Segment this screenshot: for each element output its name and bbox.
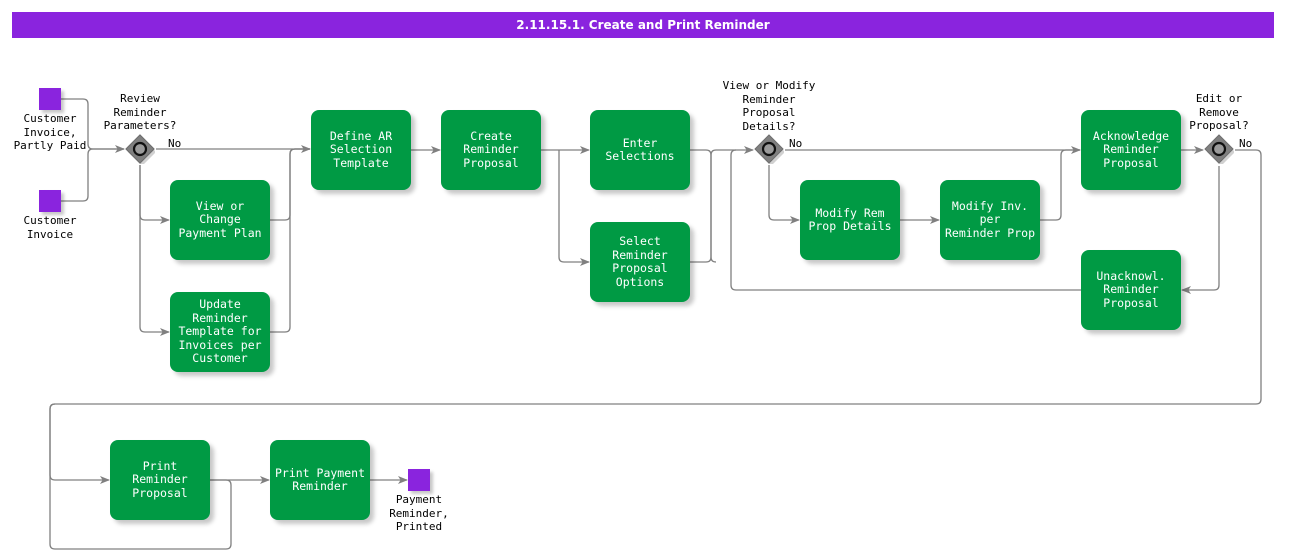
data-object-payment-reminder-printed-icon[interactable]	[408, 469, 430, 491]
gateway-view-or-modify-reminder-proposal-details-label: View or Modify Reminder Proposal Details…	[722, 79, 816, 133]
task-modify-rem-prop-details[interactable]: Modify Rem Prop Details	[800, 180, 900, 260]
task-acknowledge-reminder-proposal[interactable]: Acknowledge Reminder Proposal	[1081, 110, 1181, 190]
task-update-reminder-template[interactable]: Update Reminder Template for Invoices pe…	[170, 292, 270, 372]
task-print-reminder-proposal[interactable]: Print Reminder Proposal	[110, 440, 210, 520]
task-create-reminder-proposal[interactable]: Create Reminder Proposal	[441, 110, 541, 190]
data-object-payment-reminder-printed-label: Payment Reminder, Printed	[389, 493, 449, 533]
data-object-customer-invoice-partly-paid-label: Customer Invoice, Partly Paid	[13, 112, 87, 152]
gateway-edit-or-remove-proposal[interactable]	[1204, 134, 1234, 164]
gateway-review-reminder-parameters-flow-label: No	[168, 137, 182, 150]
data-object-customer-invoice-partly-paid-icon[interactable]	[39, 88, 61, 110]
diagram-title-bar: 2.11.15.1. Create and Print Reminder	[12, 12, 1274, 38]
gateway-edit-or-remove-proposal-label: Edit or Remove Proposal?	[1189, 92, 1249, 132]
task-select-reminder-proposal-options[interactable]: Select Reminder Proposal Options	[590, 222, 690, 302]
gateway-view-or-modify-reminder-proposal-details-flow-label: No	[789, 137, 803, 150]
gateway-review-reminder-parameters-label: Review Reminder Parameters?	[103, 92, 177, 132]
gateway-edit-or-remove-proposal-flow-label: No	[1239, 137, 1253, 150]
page-title: 2.11.15.1. Create and Print Reminder	[516, 18, 770, 32]
task-modify-inv-per-reminder-prop[interactable]: Modify Inv. per Reminder Prop	[940, 180, 1040, 260]
gateway-review-reminder-parameters[interactable]	[125, 134, 155, 164]
data-object-customer-invoice-icon[interactable]	[39, 190, 61, 212]
gateway-view-or-modify-reminder-proposal-details[interactable]	[754, 134, 784, 164]
task-enter-selections[interactable]: Enter Selections	[590, 110, 690, 190]
task-unacknowledge-reminder-proposal[interactable]: Unacknowl. Reminder Proposal	[1081, 250, 1181, 330]
task-print-payment-reminder[interactable]: Print Payment Reminder	[270, 440, 370, 520]
task-define-ar-selection-template[interactable]: Define AR Selection Template	[311, 110, 411, 190]
task-view-or-change-payment-plan[interactable]: View or Change Payment Plan	[170, 180, 270, 260]
data-object-customer-invoice-label: Customer Invoice	[23, 214, 77, 241]
